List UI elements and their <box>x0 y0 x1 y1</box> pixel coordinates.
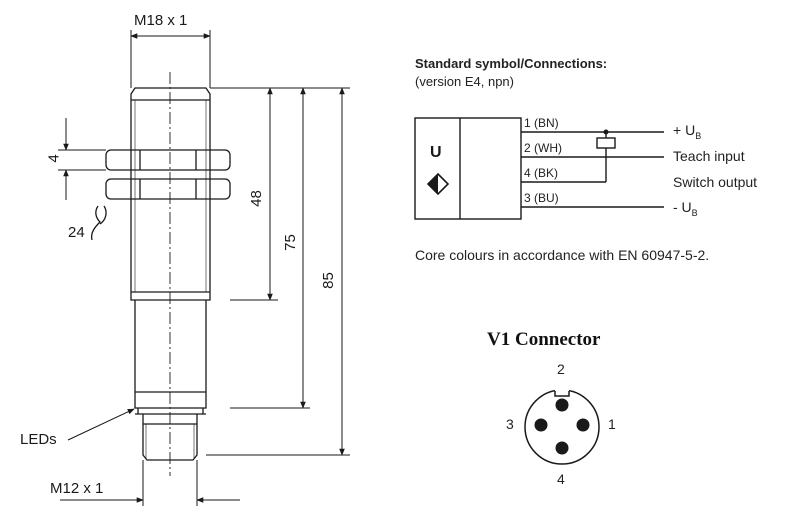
dim-85-label: 85 <box>319 272 337 289</box>
pin-label-4: 4 <box>557 471 565 487</box>
dim-m12-label: M12 x 1 <box>50 480 104 497</box>
connection-dots <box>603 129 609 135</box>
signal-switch-output: Switch output <box>673 174 758 190</box>
dim-lengths <box>206 87 350 456</box>
nut-lower <box>105 178 231 200</box>
wire-label-4: 4 (BK) <box>524 166 559 180</box>
connections-subtitle: (version E4, npn) <box>415 74 514 89</box>
pin-1 <box>576 418 590 432</box>
wrench-icon <box>90 205 107 241</box>
signal-teach-input: Teach input <box>673 148 745 164</box>
nut-upper <box>105 149 231 171</box>
schematic <box>414 117 664 220</box>
dim-m18-label: M18 x 1 <box>134 12 188 29</box>
dim-48-label: 48 <box>247 190 265 207</box>
dim-wrench-label: 24 <box>68 224 85 241</box>
connector-face <box>524 387 600 465</box>
dim-nut-label: 4 <box>45 154 63 163</box>
leds-label: LEDs <box>20 431 57 448</box>
sensor-symbol-box <box>414 117 522 220</box>
pin-2 <box>555 398 569 412</box>
dim-75-label: 75 <box>281 234 299 251</box>
pin-3 <box>534 418 548 432</box>
pin-label-3: 3 <box>506 416 514 432</box>
wire-label-1: 1 (BN) <box>524 116 559 130</box>
leds-leader <box>67 408 135 441</box>
dim-m12 <box>60 460 240 506</box>
pin-4 <box>555 441 569 455</box>
sensor-box-letter: U <box>430 144 442 161</box>
pin-label-2: 2 <box>557 361 565 377</box>
signal-supply-minus: - UB <box>673 199 698 218</box>
thread-hatch <box>134 100 207 458</box>
sensor-diamond-icon <box>426 172 450 196</box>
sensor-outline <box>105 87 231 461</box>
dim-nut <box>58 118 106 200</box>
connector-title: V1 Connector <box>487 329 601 350</box>
core-colours-note: Core colours in accordance with EN 60947… <box>415 247 710 263</box>
wire-label-2: 2 (WH) <box>524 141 562 155</box>
pin-label-1: 1 <box>608 416 616 432</box>
dim-m18 <box>130 30 211 88</box>
connections-title: Standard symbol/Connections: <box>415 56 608 71</box>
signal-supply-plus: + UB <box>673 122 702 141</box>
wire-label-3: 3 (BU) <box>524 191 559 205</box>
